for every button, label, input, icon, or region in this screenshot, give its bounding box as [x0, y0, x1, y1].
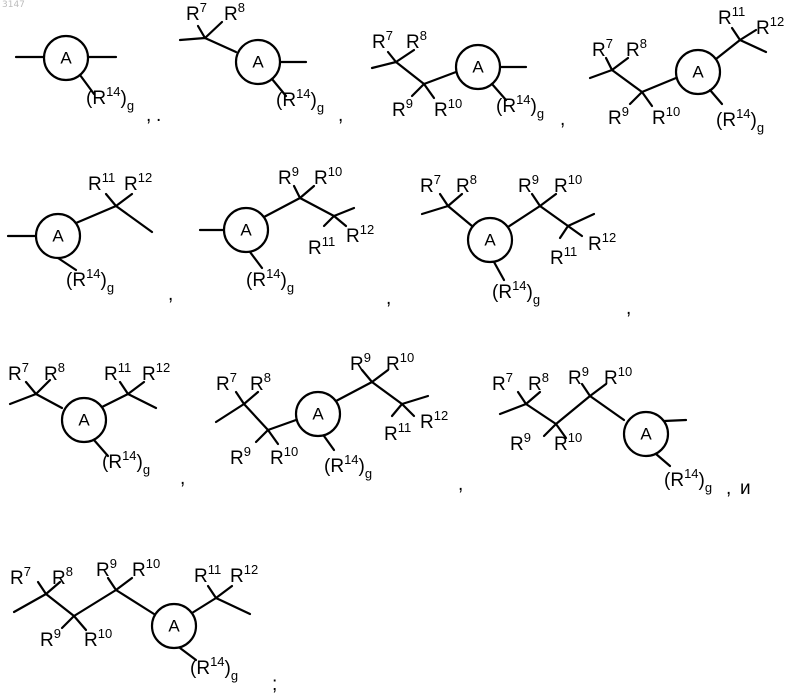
- ring-label: A: [168, 617, 180, 636]
- separator: ,: [386, 288, 391, 309]
- svg-text:R9: R9: [392, 96, 413, 121]
- svg-text:R7: R7: [372, 28, 393, 53]
- svg-text:R9: R9: [568, 364, 589, 389]
- separator: .: [156, 105, 161, 126]
- ring-label: A: [252, 53, 264, 72]
- svg-text:R9: R9: [518, 172, 539, 197]
- svg-text:R11: R11: [308, 234, 335, 259]
- separator: ;: [272, 674, 277, 695]
- svg-text:R11: R11: [88, 170, 115, 195]
- r14-group: (R14)g: [86, 84, 134, 113]
- svg-text:R8: R8: [250, 370, 271, 395]
- svg-text:R9: R9: [350, 350, 371, 375]
- svg-text:(R14)g: (R14)g: [716, 106, 764, 135]
- svg-text:R10: R10: [84, 626, 112, 651]
- svg-text:R8: R8: [224, 0, 245, 25]
- svg-text:R8: R8: [626, 36, 647, 61]
- separator: ,: [168, 284, 173, 305]
- svg-text:R7: R7: [186, 0, 207, 25]
- ring-label: A: [78, 411, 90, 430]
- svg-text:(R14)g: (R14)g: [246, 266, 294, 295]
- svg-text:R8: R8: [528, 370, 549, 395]
- svg-text:R7: R7: [420, 172, 441, 197]
- structure-7: A R7 R8 R9 R10 R11 R12 (R14)g ,: [420, 172, 631, 319]
- svg-text:R10: R10: [386, 350, 414, 375]
- separator: ,: [146, 105, 151, 126]
- svg-text:R7: R7: [10, 564, 31, 589]
- svg-text:(R14)g: (R14)g: [276, 86, 324, 115]
- svg-text:R12: R12: [346, 222, 374, 247]
- structure-10: A R7 R8 R9 R10 R9 R10 (R14)g , и: [492, 364, 751, 499]
- svg-text:(R14)g: (R14)g: [324, 452, 372, 481]
- svg-text:R12: R12: [420, 408, 448, 433]
- svg-text:(R14)g: (R14)g: [492, 278, 540, 307]
- svg-text:R11: R11: [550, 244, 577, 269]
- svg-text:R10: R10: [270, 444, 298, 469]
- svg-text:R8: R8: [456, 172, 477, 197]
- structure-2: A R7 R8 (R14)g ,: [180, 0, 343, 126]
- svg-text:(R14)g: (R14)g: [496, 92, 544, 121]
- structure-11: A R7 R8 R9 R10 R9 R10 R11 R12 (R14)g ;: [10, 556, 277, 695]
- svg-text:(R14)g: (R14)g: [66, 266, 114, 295]
- structure-1: A (R14)g , .: [16, 36, 161, 126]
- svg-text:R9: R9: [40, 626, 61, 651]
- svg-text:R8: R8: [406, 28, 427, 53]
- conjunction-word: и: [740, 478, 751, 499]
- svg-text:R12: R12: [756, 14, 784, 39]
- svg-text:R9: R9: [510, 430, 531, 455]
- svg-text:(R14)g: (R14)g: [664, 466, 712, 495]
- separator: ,: [626, 298, 631, 319]
- svg-text:R10: R10: [132, 556, 160, 581]
- structure-9: A R7 R8 R9 R10 R9 R10 R11 R12 (R14)g ,: [216, 350, 463, 495]
- ring-label: A: [312, 405, 324, 424]
- ring-label: A: [484, 231, 496, 250]
- svg-text:(R14)g: (R14)g: [190, 654, 238, 683]
- separator: ,: [180, 468, 185, 489]
- svg-text:R9: R9: [278, 164, 299, 189]
- svg-text:R12: R12: [230, 562, 258, 587]
- svg-text:R9: R9: [230, 444, 251, 469]
- svg-text:R8: R8: [44, 360, 65, 385]
- svg-text:R7: R7: [492, 370, 513, 395]
- svg-text:(R14)g: (R14)g: [102, 448, 150, 477]
- structure-8: A R7 R8 R11 R12 (R14)g ,: [8, 360, 185, 489]
- ring-label: A: [52, 227, 64, 246]
- svg-text:R11: R11: [718, 4, 745, 29]
- structure-6: A R9 R10 R11 R12 (R14)g ,: [200, 164, 391, 309]
- svg-text:(R14)g: (R14)g: [86, 84, 134, 113]
- svg-text:R10: R10: [554, 430, 582, 455]
- separator: ,: [726, 478, 731, 499]
- svg-text:R12: R12: [142, 360, 170, 385]
- svg-text:R10: R10: [434, 96, 462, 121]
- separator: ,: [560, 109, 565, 130]
- svg-text:R8: R8: [52, 564, 73, 589]
- svg-text:R10: R10: [314, 164, 342, 189]
- svg-text:R11: R11: [104, 360, 131, 385]
- svg-text:R9: R9: [608, 104, 629, 129]
- svg-text:R7: R7: [216, 370, 237, 395]
- svg-text:R12: R12: [124, 170, 152, 195]
- ring-label: A: [472, 58, 484, 77]
- svg-text:R10: R10: [554, 172, 582, 197]
- separator: ,: [338, 105, 343, 126]
- structure-5: A R11 R12 (R14)g ,: [8, 170, 173, 305]
- svg-text:R10: R10: [604, 364, 632, 389]
- ring-label: A: [692, 63, 704, 82]
- svg-text:R11: R11: [384, 420, 411, 445]
- svg-text:R12: R12: [588, 230, 616, 255]
- svg-text:R9: R9: [96, 556, 117, 581]
- ring-label: A: [640, 425, 652, 444]
- structure-4: A R7 R8 R9 R10 R11 R12 (R14)g: [590, 4, 784, 135]
- svg-text:R10: R10: [652, 104, 680, 129]
- separator: ,: [458, 474, 463, 495]
- structure-3: A R7 R8 R9 R10 (R14)g ,: [372, 28, 565, 130]
- svg-text:R7: R7: [592, 36, 613, 61]
- ring-label: A: [60, 49, 72, 68]
- svg-text:R11: R11: [194, 562, 221, 587]
- ring-label: A: [240, 221, 252, 240]
